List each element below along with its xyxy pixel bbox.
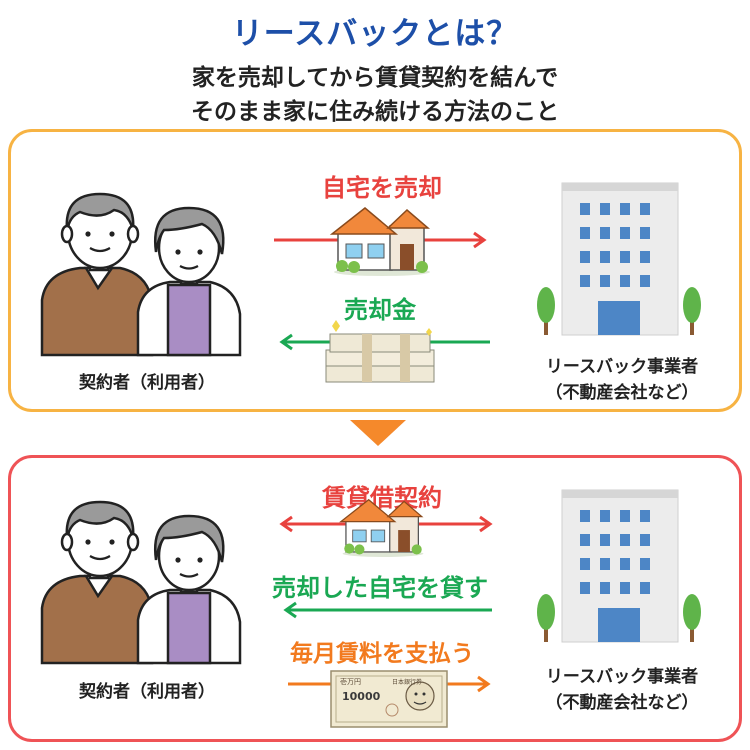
couple-illustration xyxy=(40,500,242,665)
house-icon xyxy=(339,498,424,557)
office-building-icon xyxy=(537,182,701,336)
page-title: リースバックとは？ xyxy=(231,16,519,52)
lease-contract-label: 賃貸借契約 xyxy=(322,484,442,512)
subtitle-line-2: そのまま家に住み続ける方法のこと xyxy=(191,99,559,125)
banknote-bank-text: 日本銀行券 xyxy=(392,678,422,686)
person-caption: 契約者（利用者） xyxy=(79,682,215,702)
lend-home-label: 売却した自宅を貸す xyxy=(272,574,488,602)
company-caption-line-2: （不動産会社など） xyxy=(545,383,699,403)
sell-home-label: 自宅を売却 xyxy=(322,174,442,202)
company-caption-line-1: リースバック事業者 xyxy=(545,667,699,687)
company-caption-line-1: リースバック事業者 xyxy=(545,357,699,377)
person-caption: 契約者（利用者） xyxy=(79,373,215,393)
banknote-denomination: 10000 xyxy=(342,690,381,703)
cash-stack-icon xyxy=(325,320,435,383)
sale-proceeds-label: 売却金 xyxy=(344,296,416,324)
monthly-rent-label: 毎月賃料を支払う xyxy=(290,641,474,667)
rental-step-panel xyxy=(8,455,742,742)
office-building-icon xyxy=(537,489,701,643)
banknote-top-text: 壱万円 xyxy=(340,677,361,686)
banknote-icon: 壱万円 日本銀行券 10000 xyxy=(330,670,448,728)
sale-step-panel xyxy=(8,129,742,412)
company-caption-line-2: （不動産会社など） xyxy=(545,693,699,713)
subtitle-line-1: 家を売却してから賃貸契約を結んで xyxy=(191,65,559,91)
couple-illustration xyxy=(40,192,242,357)
next-step-arrow-icon xyxy=(350,420,406,446)
lend-arrow xyxy=(283,601,492,619)
house-icon xyxy=(329,207,431,276)
